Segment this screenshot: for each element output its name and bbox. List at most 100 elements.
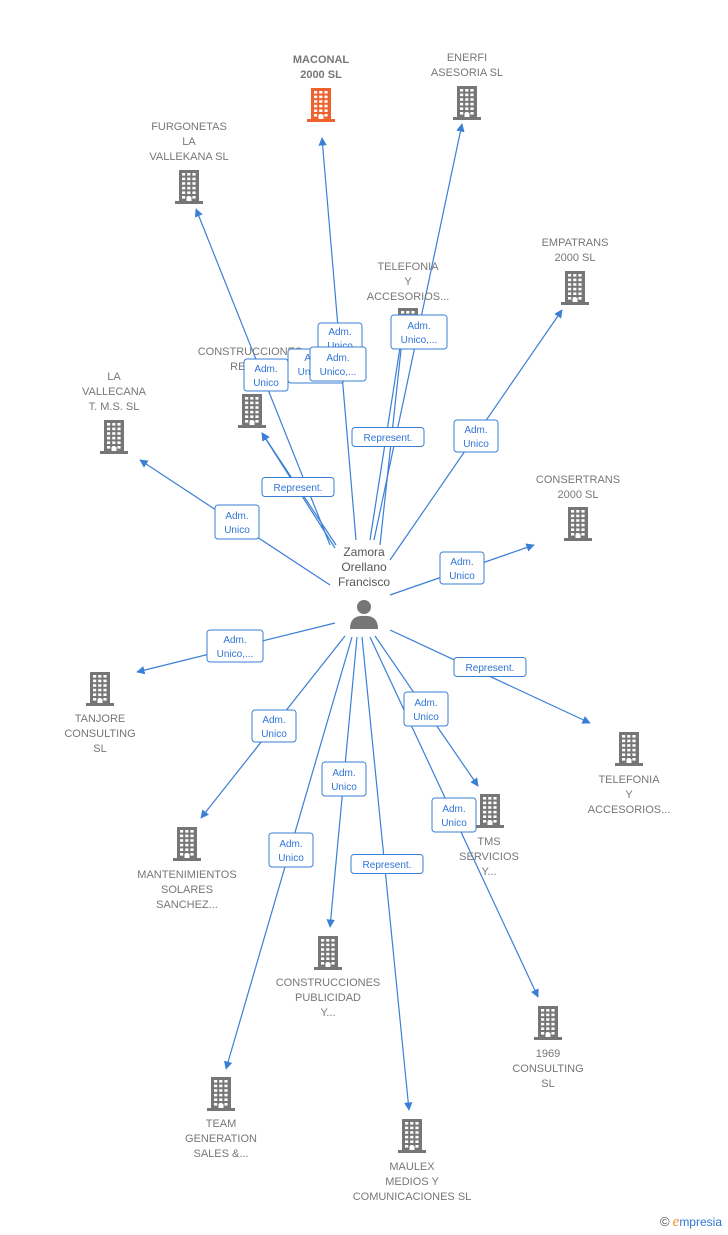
relation-label-text: Unico xyxy=(278,853,304,864)
company-label-maconal[interactable]: MACONAL xyxy=(293,54,349,66)
company-label-c1969[interactable]: CONSULTING xyxy=(512,1063,583,1075)
relation-label-text: Adm. xyxy=(326,353,349,364)
company-building-icon[interactable] xyxy=(238,394,266,428)
company-building-icon[interactable] xyxy=(564,507,592,541)
relation-label-text: Unico,... xyxy=(217,649,254,660)
company-building-icon[interactable] xyxy=(307,88,335,122)
relation-label-text: Represent. xyxy=(466,663,515,674)
company-label-consertrans[interactable]: CONSERTRANS xyxy=(536,474,620,486)
company-building-icon[interactable] xyxy=(314,936,342,970)
company-label-tanjore[interactable]: CONSULTING xyxy=(64,728,135,740)
company-label-lavallecana[interactable]: T. M.S. SL xyxy=(89,401,140,413)
company-building-icon[interactable] xyxy=(476,794,504,828)
company-building-icon[interactable] xyxy=(175,170,203,204)
relation-label[interactable]: Represent. xyxy=(351,427,425,447)
relation-label[interactable]: Adm.Unico xyxy=(431,797,477,833)
relation-label-text: Adm. xyxy=(223,635,246,646)
company-label-c1969[interactable]: 1969 xyxy=(536,1048,560,1060)
relation-label-text: Unico,... xyxy=(320,367,357,378)
company-label-construcciones2[interactable]: Y... xyxy=(320,1007,335,1019)
copyright-symbol: © xyxy=(660,1214,670,1229)
company-label-maulex[interactable]: COMUNICACIONES SL xyxy=(353,1191,472,1203)
relation-label-text: Unico xyxy=(331,782,357,793)
company-label-lavallecana[interactable]: LA xyxy=(107,371,121,383)
company-label-tanjore[interactable]: TANJORE xyxy=(75,713,126,725)
relation-label-text: Adm. xyxy=(464,425,487,436)
relation-label[interactable]: Adm. Unico,... xyxy=(206,629,264,663)
relation-label-text: Unico xyxy=(253,378,279,389)
relation-label[interactable]: Adm. Unico xyxy=(243,358,289,392)
person-name-label[interactable]: Zamora xyxy=(343,545,385,559)
person-name-label[interactable]: Francisco xyxy=(338,575,390,589)
company-building-icon[interactable] xyxy=(534,1006,562,1040)
company-label-maulex[interactable]: MEDIOS Y xyxy=(385,1176,439,1188)
relation-label-text: Unico xyxy=(261,729,287,740)
company-label-enerfi[interactable]: ENERFI xyxy=(447,52,487,64)
relation-label[interactable]: Represent. xyxy=(261,477,335,497)
relation-label[interactable]: Adm.Unico xyxy=(321,761,367,797)
relation-label-text: Represent. xyxy=(363,860,412,871)
company-label-furgonetas[interactable]: LA xyxy=(182,136,196,148)
company-building-icon[interactable] xyxy=(173,827,201,861)
company-label-maconal[interactable]: 2000 SL xyxy=(300,69,342,81)
company-building-icon[interactable] xyxy=(615,732,643,766)
company-label-lavallecana[interactable]: VALLECANA xyxy=(82,386,147,398)
company-label-team[interactable]: GENERATION xyxy=(185,1133,257,1145)
relation-label-text: Adm. xyxy=(450,557,473,568)
company-label-enerfi[interactable]: ASESORIA SL xyxy=(431,67,503,79)
company-label-empatrans[interactable]: 2000 SL xyxy=(555,252,596,264)
company-label-team[interactable]: TEAM xyxy=(206,1118,237,1130)
company-building-icon[interactable] xyxy=(100,420,128,454)
company-label-consertrans[interactable]: 2000 SL xyxy=(558,489,599,501)
relation-label-text: Represent. xyxy=(274,483,323,494)
company-label-construcciones2[interactable]: PUBLICIDAD xyxy=(295,992,361,1004)
company-label-furgonetas[interactable]: VALLEKANA SL xyxy=(149,151,228,163)
company-label-tms[interactable]: SERVICIOS xyxy=(459,851,519,863)
company-label-telefonia1[interactable]: TELEFONIA xyxy=(377,261,439,273)
company-building-icon[interactable] xyxy=(398,1119,426,1153)
company-label-telefonia1[interactable]: Y xyxy=(404,276,412,288)
relation-label[interactable]: Represent. xyxy=(453,657,527,677)
company-building-icon[interactable] xyxy=(207,1077,235,1111)
company-building-icon[interactable] xyxy=(453,86,481,120)
relation-label-text: Adm. xyxy=(254,364,277,375)
empresia-brand[interactable]: ©empresia xyxy=(660,1214,722,1231)
company-label-telefonia1[interactable]: ACCESORIOS... xyxy=(367,291,450,303)
relation-label[interactable]: Adm.Unico xyxy=(268,832,314,868)
company-label-telefonia2[interactable]: ACCESORIOS... xyxy=(588,804,671,816)
relation-label[interactable]: Adm.Unico,... xyxy=(390,314,448,350)
person-name-label[interactable]: Orellano xyxy=(341,560,387,574)
company-label-furgonetas[interactable]: FURGONETAS xyxy=(151,121,227,133)
company-label-telefonia2[interactable]: Y xyxy=(625,789,633,801)
brand-name: mpresia xyxy=(679,1215,722,1229)
relation-label[interactable]: Adm. Unico,... xyxy=(309,346,367,382)
company-label-telefonia2[interactable]: TELEFONIA xyxy=(598,774,660,786)
relation-label-text: Unico,... xyxy=(401,335,438,346)
company-building-icon[interactable] xyxy=(561,271,589,305)
company-label-mantenimientos[interactable]: SANCHEZ... xyxy=(156,899,218,911)
company-label-construcciones2[interactable]: CONSTRUCCIONES xyxy=(276,977,381,989)
company-label-mantenimientos[interactable]: SOLARES xyxy=(161,884,213,896)
company-label-tms[interactable]: TMS xyxy=(477,836,500,848)
relation-label[interactable]: Adm.Unico xyxy=(214,504,260,540)
company-label-tms[interactable]: Y... xyxy=(481,866,496,878)
company-label-maulex[interactable]: MAULEX xyxy=(389,1161,435,1173)
company-label-team[interactable]: SALES &... xyxy=(193,1148,248,1160)
relation-label-text: Adm. xyxy=(328,327,351,338)
relation-label[interactable]: Adm. Unico xyxy=(439,551,485,585)
company-label-mantenimientos[interactable]: MANTENIMIENTOS xyxy=(137,869,236,881)
relation-label[interactable]: Adm. Unico xyxy=(251,709,297,743)
relation-label[interactable]: Represent. xyxy=(350,854,424,874)
company-label-tanjore[interactable]: SL xyxy=(93,743,106,755)
brand-logo-initial: e xyxy=(672,1214,680,1230)
person-icon[interactable] xyxy=(350,600,378,629)
relation-label-text: Unico xyxy=(449,571,475,582)
company-label-construcciones1[interactable]: CONSTRUCCIONES xyxy=(198,346,303,358)
relation-label-text: Adm. xyxy=(262,715,285,726)
company-building-icon[interactable] xyxy=(86,672,114,706)
company-label-empatrans[interactable]: EMPATRANS xyxy=(542,237,609,249)
company-label-c1969[interactable]: SL xyxy=(541,1078,554,1090)
relation-label[interactable]: Adm.Unico xyxy=(403,691,449,727)
relation-label[interactable]: Adm.Unico xyxy=(453,419,499,453)
